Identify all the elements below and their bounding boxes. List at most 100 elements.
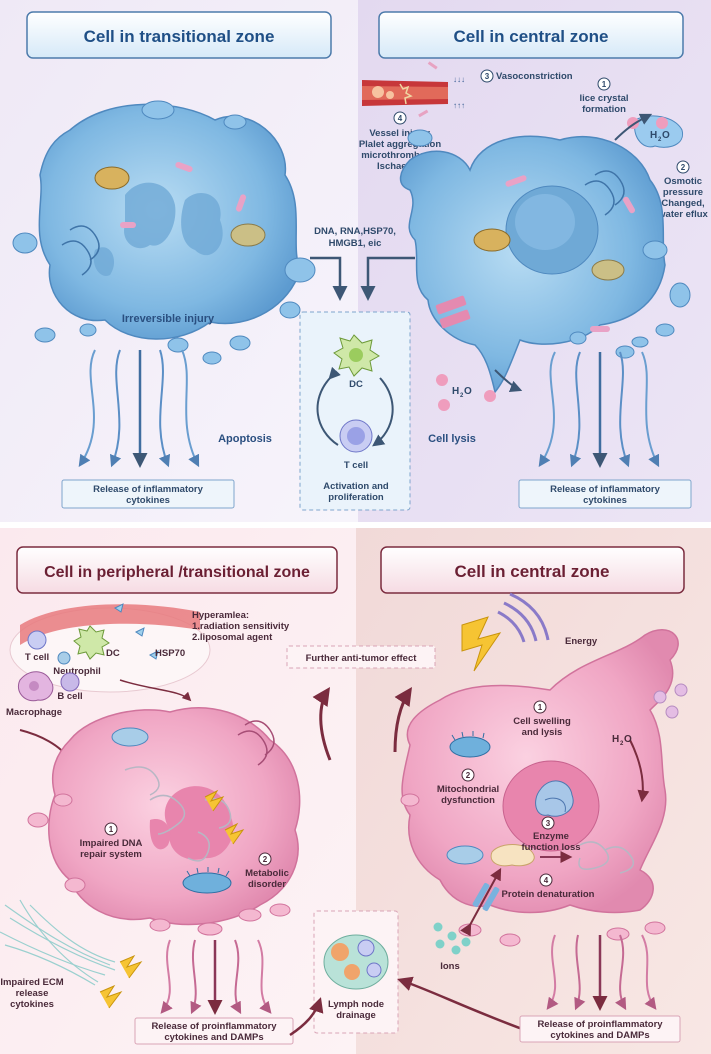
- r3-line2: function loss: [521, 842, 580, 853]
- release-left-line1: Release of inflammatory: [93, 484, 204, 495]
- b-release-right-line2: cytokines and DAMPs: [550, 1030, 649, 1041]
- apoptosis-label: Apoptosis: [218, 433, 272, 445]
- r4-label: Protein denaturation: [502, 889, 595, 900]
- svg-text:4: 4: [544, 876, 549, 885]
- release-left-line2: cytokines: [126, 495, 170, 506]
- b-tcell-label: T cell: [25, 652, 49, 663]
- l1-marker: 1: [104, 822, 118, 836]
- bottom-left-title-box: Cell in peripheral /transitional zone: [16, 546, 338, 594]
- b-release-left-line2: cytokines and DAMPs: [164, 1032, 263, 1043]
- further-antitumor-label: Further anti-tumor effect: [306, 653, 418, 664]
- r3-line1: Enzyme: [533, 831, 569, 842]
- further-antitumor-box: Further anti-tumor effect: [286, 645, 436, 669]
- ecm-fibers: [0, 899, 116, 986]
- svg-text:3: 3: [546, 819, 551, 828]
- ions-cluster: [433, 922, 471, 955]
- hyperthermia-line3: 2.liposomal agent: [192, 632, 273, 643]
- t-cell-label: T cell: [344, 460, 368, 471]
- ions-label: Ions: [440, 961, 460, 972]
- bottom-right-release-arrows: [546, 934, 657, 1011]
- svg-text:O: O: [624, 734, 632, 745]
- svg-text:O: O: [662, 130, 670, 141]
- h2o-escape: H 2 O: [436, 374, 496, 411]
- macrophage-icon: [18, 671, 54, 702]
- top-right-title: Cell in central zone: [454, 27, 609, 46]
- svg-text:H: H: [650, 130, 657, 141]
- activation-line2: proliferation: [328, 492, 384, 503]
- svg-text:1: 1: [602, 80, 607, 89]
- r2-marker: 2: [461, 768, 475, 782]
- l2-line1: Metabolic: [245, 868, 289, 879]
- vasoconstriction-arrows-bottom: ↑↑↑: [453, 101, 465, 110]
- svg-text:O: O: [464, 386, 472, 397]
- step4-marker: 4: [393, 111, 407, 125]
- dc-label: DC: [349, 379, 363, 390]
- dc-cell-icon: [333, 334, 380, 377]
- ecm-line3: cytokines: [10, 999, 54, 1010]
- lymph-line2: drainage: [336, 1010, 376, 1021]
- r2-line1: Mitochondrial: [437, 784, 499, 795]
- svg-text:2: 2: [466, 771, 471, 780]
- step1-line1: lice crystal: [579, 93, 628, 104]
- release-right-line2: cytokines: [583, 495, 627, 506]
- energy-icon: [461, 592, 550, 672]
- activation-line1: Activation and: [323, 481, 389, 492]
- ion-channel: [460, 867, 502, 937]
- damps-signal-line2: HMGB1, eic: [329, 238, 382, 249]
- ecm-line2: release: [16, 988, 49, 999]
- lymph-node-box: Lymph node drainage: [313, 910, 399, 1034]
- r1-line2: and lysis: [522, 727, 563, 738]
- step2-marker: 2: [676, 160, 690, 174]
- step1-line2: formation: [582, 104, 626, 115]
- svg-text:3: 3: [485, 72, 490, 81]
- l1-line2: repair system: [80, 849, 142, 860]
- peripheral-pink-cell: [27, 707, 301, 936]
- svg-text:2: 2: [681, 163, 686, 172]
- b-dc-label: DC: [106, 648, 120, 659]
- hyperthermia-line2: 1.radiation sensitivity: [192, 621, 290, 632]
- bottom-right-release-box: Release of proinflammatory cytokines and…: [519, 1015, 681, 1043]
- top-right-title-box: Cell in central zone: [378, 11, 684, 59]
- b-release-right-line1: Release of proinflammatory: [537, 1019, 663, 1030]
- lymph-line1: Lymph node: [328, 999, 384, 1010]
- macrophage-label: Macrophage: [6, 707, 62, 718]
- bottom-right-title: Cell in central zone: [455, 562, 610, 581]
- svg-text:H: H: [452, 386, 459, 397]
- release-right-line1: Release of inflammatory: [550, 484, 661, 495]
- r3-marker: 3: [541, 816, 555, 830]
- top-right-release-arrows: [538, 351, 660, 468]
- h2o-bottom: H 2 O: [612, 683, 688, 747]
- apoptotic-cell: [12, 100, 316, 365]
- l2-marker: 2: [258, 852, 272, 866]
- energy-label: Energy: [565, 636, 598, 647]
- svg-text:2: 2: [620, 741, 624, 747]
- step2-line3: Changed,: [661, 198, 704, 209]
- svg-text:2: 2: [460, 393, 464, 399]
- central-pink-cell: [400, 629, 679, 947]
- bottom-left-release-box: Release of proinflammatory cytokines and…: [134, 1017, 294, 1045]
- ecm-line1: Impaired ECM: [0, 977, 63, 988]
- r2-line2: dysfunction: [441, 795, 495, 806]
- immune-inset: T cell Neutrophil DC B cell HSP70: [9, 603, 211, 702]
- step4-line4: Ischaemia: [377, 161, 424, 172]
- svg-text:1: 1: [109, 825, 114, 834]
- step2-line4: water eflux: [657, 209, 708, 220]
- vasoconstriction-label: Vasoconstriction: [496, 71, 573, 82]
- top-right-release-box: Release of inflammatory cytokines: [518, 479, 692, 509]
- r1-marker: 1: [533, 700, 547, 714]
- svg-text:1: 1: [538, 703, 543, 712]
- neutrophil-label: Neutrophil: [53, 666, 101, 677]
- step3-marker: 3: [480, 69, 494, 83]
- step4-line1: Vessel injury:: [369, 128, 430, 139]
- damps-signal-line1: DNA, RNA,HSP70,: [314, 226, 396, 237]
- step4-line2: Plalet aggregation: [359, 139, 442, 150]
- top-left-release-box: Release of inflammatory cytokines: [61, 479, 235, 509]
- b-cell-label: B cell: [57, 691, 82, 702]
- l2-line2: disorder: [248, 879, 286, 890]
- bottom-right-title-box: Cell in central zone: [380, 546, 685, 594]
- damp-arrows: [310, 256, 415, 301]
- blood-vessel: [362, 80, 448, 106]
- r1-line1: Cell swelling: [513, 716, 571, 727]
